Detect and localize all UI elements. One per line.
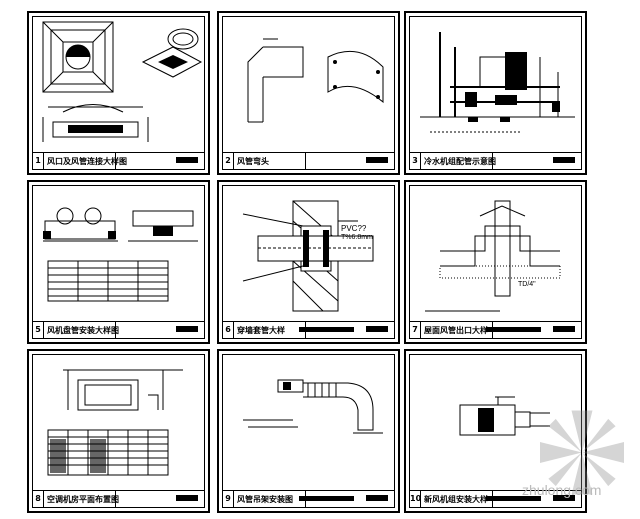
drawing-sheet-7: TD/4" 7 屋面风管出口大样: [404, 180, 587, 344]
sheet-number: 10: [410, 491, 421, 507]
sheet-title: 风机盘管安装大样图: [47, 325, 119, 335]
roof-outlet-drawing: [425, 200, 561, 312]
td-label: TD/4": [518, 281, 536, 288]
sheet-number: 2: [223, 153, 234, 169]
sheet-title: 风管弯头: [237, 156, 269, 166]
diagonal-diffuser-drawing: [42, 21, 203, 142]
drawing-sheet-10: 10 新风机组安装大样: [404, 349, 587, 513]
sheet-number: 5: [33, 322, 44, 338]
sheet-title: 屋面风管出口大样: [424, 325, 488, 335]
sheet-title: 穿墙套管大样: [237, 325, 285, 335]
sheet-title: 空调机房平面布置图: [47, 494, 119, 504]
sheet-title: 风管吊架安装图: [237, 494, 293, 504]
sheet-title: 风口及风管连接大样图: [47, 156, 127, 166]
machine-room-drawing: [47, 369, 183, 476]
sheet-number: 1: [33, 153, 44, 169]
fresh-air-unit-drawing: [459, 396, 550, 436]
duct-hanger-drawing: [243, 379, 383, 434]
drawing-sheet-3: 3 冷水机组配管示意图: [404, 11, 587, 175]
drawing-sheet-5: 5 风机盘管安装大样图: [27, 180, 210, 344]
watermark-text: zhulong.com: [522, 482, 602, 498]
sheet-number: 7: [410, 322, 421, 338]
wall-sleeve-drawing: [242, 200, 374, 312]
sheet-title: 新风机组安装大样: [424, 494, 488, 504]
duct-elbow-drawing: [247, 38, 384, 123]
sheet-number: 9: [223, 491, 234, 507]
chiller-piping-drawing: [420, 32, 575, 133]
drawing-sheet-8: 8 空调机房平面布置图: [27, 349, 210, 513]
sheet-title: 冷水机组配管示意图: [424, 156, 496, 166]
sheet-number: 6: [223, 322, 234, 338]
drawing-sheet-2: 2 风管弯头: [217, 11, 400, 175]
fan-coil-drawing: [43, 207, 198, 302]
drawing-sheet-9: 9 风管吊架安装图: [217, 349, 400, 513]
drawing-sheet-6: PVC?? T%6.8mm 6 穿墙套管大样: [217, 180, 400, 344]
pvc-label: PVC??: [341, 224, 367, 233]
sheet-number: 8: [33, 491, 44, 507]
drawing-sheet-1: 1 风口及风管连接大样图: [27, 11, 210, 175]
sheet-number: 3: [410, 153, 421, 169]
watermark-logo: [540, 410, 624, 495]
dimension-label: T%6.8mm: [341, 234, 373, 241]
